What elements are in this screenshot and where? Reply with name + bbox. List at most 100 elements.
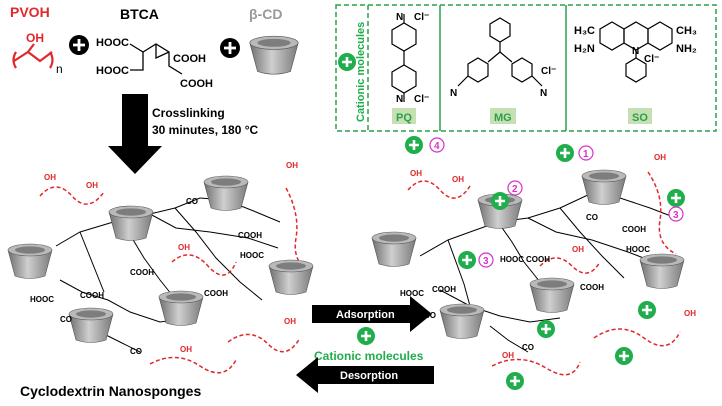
left-label-5: COOH <box>238 231 262 240</box>
pq-n-top: N <box>396 12 403 23</box>
left-label-2: HOOC <box>30 295 54 304</box>
mg-charge: Cl⁻ <box>541 66 556 77</box>
marker-3a: 3 <box>673 210 679 221</box>
left-label-3: COOH <box>130 268 154 277</box>
right-label-9: COOH <box>580 283 604 292</box>
right-label-5: COOH <box>622 225 646 234</box>
btca-group-4: COOH <box>180 78 213 90</box>
cationic-molecules-box <box>335 4 717 132</box>
right-label-6: HOOC <box>626 245 650 254</box>
left-label-6: HOOC <box>240 251 264 260</box>
right-oh-6: OH <box>502 351 514 360</box>
left-oh-1: OH <box>44 173 56 182</box>
pvoh-n: n <box>56 62 63 76</box>
marker-1: 1 <box>583 149 589 160</box>
mg-n-right: N <box>540 88 547 99</box>
cation-plus-icon <box>636 299 658 321</box>
left-oh-5: OH <box>284 317 296 326</box>
process-cationic-label: Cationic molecules <box>314 349 424 363</box>
cation-plus-icon <box>665 187 687 209</box>
marker-4: 4 <box>434 141 440 152</box>
so-group-h2n: H₂N <box>574 43 595 55</box>
left-oh-6: OH <box>180 345 192 354</box>
process-plus-icon <box>355 325 377 347</box>
bcd-image <box>249 35 299 75</box>
left-pvoh-chains <box>39 186 311 374</box>
right-pvoh-chains <box>407 171 681 376</box>
right-oh-1: OH <box>410 169 422 178</box>
cation-plus-icon <box>613 345 635 367</box>
crosslinking-arrow <box>108 94 162 174</box>
plus-sign-2 <box>220 38 240 58</box>
pvoh-structure <box>12 43 54 69</box>
btca-title: BTCA <box>120 6 159 22</box>
pvoh-oh-label: OH <box>26 31 44 45</box>
left-label-8: CO <box>186 197 198 206</box>
right-oh-5: OH <box>684 309 696 318</box>
cation-plus-icon <box>554 142 576 164</box>
left-oh-2: OH <box>86 181 98 190</box>
right-oh-3: OH <box>572 245 584 254</box>
cationic-side-label: Cationic molecules <box>355 22 367 122</box>
adsorption-label: Adsorption <box>336 309 395 321</box>
binding-site-markers: 4 1 2 3 3 <box>429 137 684 268</box>
right-oh-2: OH <box>452 175 464 184</box>
btca-group-3: HOOC <box>96 65 129 77</box>
so-group-ch3: CH₃ <box>676 25 697 37</box>
so-structure <box>599 21 673 83</box>
cation-plus-icon <box>535 318 557 340</box>
nanosponge-caption: Cyclodextrin Nanosponges <box>20 383 201 399</box>
mg-n-left: N <box>450 88 457 99</box>
btca-group-2: COOH <box>173 53 206 65</box>
so-group-h3c: H₃C <box>574 25 595 37</box>
left-label-1: COOH <box>80 291 104 300</box>
bcd-title: β-CD <box>249 6 282 22</box>
left-labels: COOH HOOC COOH HOOC COOH HOOC CO CO COOH… <box>30 161 298 356</box>
so-label-bg <box>628 108 652 124</box>
desorption-label: Desorption <box>340 370 398 382</box>
marker-3b: 3 <box>483 256 489 267</box>
cation-plus-icon <box>403 134 425 156</box>
right-label-8: CO <box>586 213 598 222</box>
right-label-1: COOH <box>432 285 456 294</box>
left-label-7: CO <box>60 315 72 324</box>
marker-2: 2 <box>512 184 518 195</box>
pq-label: PQ <box>396 112 412 124</box>
pq-n-bottom: N <box>396 94 403 105</box>
cation-plus-icon <box>504 370 526 392</box>
left-cd-units <box>7 175 314 343</box>
desorption-arrow <box>296 357 434 393</box>
right-label-3: COOH <box>526 255 550 264</box>
right-labels: COOH HOOC COOH HOOC COOH HOOC CO CO COOH… <box>400 153 696 360</box>
pq-structure <box>391 14 417 102</box>
so-label: SO <box>632 112 648 124</box>
plus-sign-1 <box>69 35 89 55</box>
reaction-line-1: Crosslinking <box>152 106 225 120</box>
adsorption-arrow <box>312 296 432 332</box>
right-network <box>407 171 681 376</box>
mg-structure <box>457 17 543 87</box>
mg-label: MG <box>494 112 512 124</box>
so-charge: Cl⁻ <box>644 54 659 65</box>
pq-charge-top: Cl⁻ <box>414 12 429 23</box>
right-oh-4: OH <box>654 153 666 162</box>
btca-group-1: HOOC <box>96 37 129 49</box>
cation-plus-icon <box>456 249 478 271</box>
so-n: N <box>632 46 639 57</box>
right-label-2: HOOC <box>400 289 424 298</box>
mg-label-bg <box>490 108 516 124</box>
left-label-10: CO <box>130 347 142 356</box>
box-plus-icon <box>336 51 358 73</box>
pq-charge-bottom: Cl⁻ <box>414 94 429 105</box>
cation-plus-icon <box>489 190 511 212</box>
left-label-9: COOH <box>204 289 228 298</box>
left-oh-4: OH <box>286 161 298 170</box>
right-label-10: CO <box>522 343 534 352</box>
pq-label-bg <box>392 108 416 124</box>
left-oh-3: OH <box>178 243 190 252</box>
right-label-4: HOOC <box>500 255 524 264</box>
left-network <box>39 186 311 374</box>
pvoh-title: PVOH <box>10 4 50 20</box>
so-group-nh2: NH₂ <box>676 43 697 55</box>
